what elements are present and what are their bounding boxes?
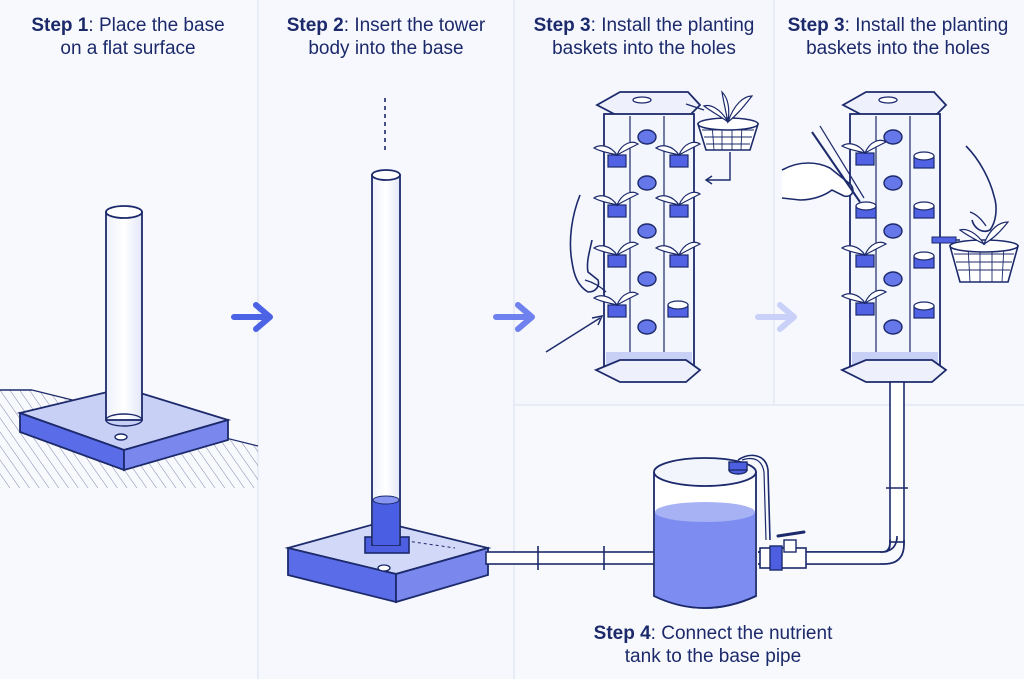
step3-tower-left — [545, 90, 760, 383]
step3a-caption: Step 3: Install the planting baskets int… — [533, 15, 755, 59]
basket-icon — [948, 221, 1020, 283]
step1-text-line2: on a flat surface — [60, 38, 196, 59]
step3a-label: Step 3 — [533, 15, 591, 36]
step1-caption: Step 1: Place the base on a flat surface — [31, 15, 225, 59]
step4-label: Step 4 — [593, 623, 651, 644]
step3-tower-right — [781, 91, 1020, 543]
tap-icon — [759, 530, 807, 571]
hand-icon — [965, 145, 997, 233]
hand-icon — [569, 194, 607, 293]
plant-icon — [654, 141, 702, 168]
plant-icon — [654, 191, 702, 218]
step1-label: Step 1 — [31, 15, 89, 36]
plant-icon — [840, 139, 888, 166]
step3b-caption: Step 3: Install the planting baskets int… — [787, 15, 1009, 59]
arrow-right-icon — [493, 302, 535, 332]
step3b-label: Step 3 — [787, 15, 845, 36]
step3a-text-line2: baskets into the holes — [552, 38, 736, 59]
hand-icon — [781, 125, 865, 203]
plant-icon — [592, 241, 640, 268]
step2-illustration — [284, 98, 492, 604]
step4-illustration — [485, 454, 905, 609]
basket-empty — [913, 301, 935, 319]
step2-caption: Step 2: Insert the tower body into the b… — [286, 15, 486, 59]
step3b-text-line2: baskets into the holes — [806, 38, 990, 59]
basket-empty — [913, 151, 935, 169]
step4-caption: Step 4: Connect the nutrient tank to the… — [593, 623, 833, 667]
basket-empty — [855, 201, 877, 219]
step1-text: Place the base — [98, 15, 225, 36]
basket-empty — [913, 201, 935, 219]
plant-icon — [592, 291, 640, 318]
plant-icon — [592, 141, 640, 168]
step1-illustration — [0, 205, 259, 488]
step2-text-line2: body into the base — [308, 38, 464, 59]
basket-empty — [667, 300, 689, 318]
step3a-text: Install the planting — [601, 15, 755, 36]
step2-label: Step 2 — [286, 15, 344, 36]
plant-icon — [840, 289, 888, 316]
step4-text-line2: tank to the base pipe — [624, 646, 802, 667]
arrow-right-icon — [231, 302, 273, 332]
plant-icon — [840, 241, 888, 268]
step2-text: Insert the tower — [354, 15, 486, 36]
step4-text: Connect the nutrient — [661, 623, 833, 644]
basket-icon — [685, 90, 760, 185]
plant-icon — [592, 191, 640, 218]
step3b-text: Install the planting — [855, 15, 1009, 36]
plant-icon — [654, 241, 702, 268]
basket-empty — [913, 251, 935, 269]
arrow-right-icon — [755, 302, 797, 332]
